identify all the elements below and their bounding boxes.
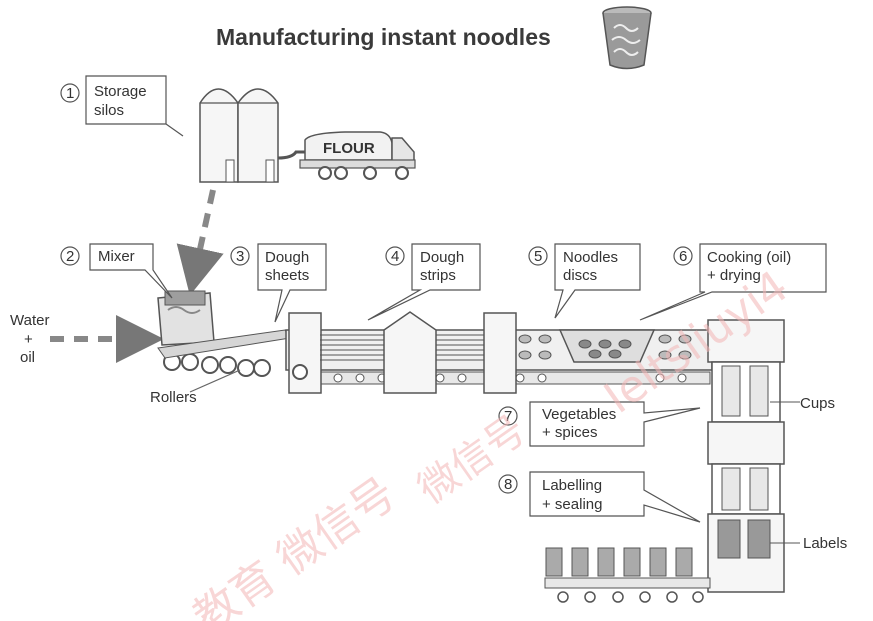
svg-text:silos: silos — [94, 102, 124, 119]
svg-text:Dough: Dough — [265, 249, 309, 266]
diagram-title: Manufacturing instant noodles — [216, 24, 551, 50]
watermark-text-2: 微信号 — [410, 407, 535, 514]
plus-label: + — [24, 331, 33, 348]
rollers-label: Rollers — [150, 389, 197, 406]
svg-text:sheets: sheets — [265, 267, 309, 284]
svg-text:+ drying: + drying — [707, 267, 761, 284]
step-callout-1: 1 Storage silos — [60, 75, 184, 137]
labels-label: Labels — [803, 535, 847, 552]
svg-text:Labelling: Labelling — [542, 477, 602, 494]
step-callout-8: 8 Labelling + sealing — [498, 471, 701, 523]
svg-text:6: 6 — [679, 248, 687, 265]
svg-text:discs: discs — [563, 267, 597, 284]
svg-text:Vegetables: Vegetables — [542, 406, 616, 423]
flour-flow-arrow — [176, 189, 224, 296]
main-conveyor — [285, 311, 713, 394]
step-callout-5: 5 Noodles discs — [528, 243, 641, 319]
storage-silos — [199, 88, 320, 183]
svg-text:3: 3 — [236, 248, 244, 265]
output-conveyor — [544, 547, 711, 603]
svg-text:strips: strips — [420, 267, 456, 284]
svg-text:1: 1 — [66, 85, 74, 102]
mixer — [157, 290, 215, 346]
svg-text:5: 5 — [534, 248, 542, 265]
step-callout-7: 7 Vegetables + spices — [498, 401, 701, 447]
step-callout-6: 6 Cooking (oil) + drying — [639, 243, 827, 321]
svg-text:7: 7 — [504, 408, 512, 425]
watermark-text-3: 教育 微信号 — [184, 468, 405, 621]
rollers — [157, 329, 291, 393]
step-callout-3: 3 Dough sheets — [230, 243, 327, 323]
water-label: Water — [10, 312, 49, 329]
svg-text:+ spices: + spices — [542, 424, 597, 441]
packaging-line — [707, 319, 800, 593]
oil-label: oil — [20, 349, 35, 366]
svg-text:+ sealing: + sealing — [542, 496, 602, 513]
finished-cups — [545, 547, 693, 577]
svg-text:2: 2 — [66, 248, 74, 265]
truck-label: FLOUR — [323, 140, 375, 157]
svg-text:Dough: Dough — [420, 249, 464, 266]
svg-text:Noodles: Noodles — [563, 249, 618, 266]
svg-text:8: 8 — [504, 476, 512, 493]
step-callout-2: 2 Mixer — [60, 243, 173, 299]
noodle-cup-icon — [602, 6, 652, 70]
flour-truck: FLOUR — [299, 131, 416, 180]
svg-text:Cooking (oil): Cooking (oil) — [707, 249, 791, 266]
svg-text:Storage: Storage — [94, 83, 147, 100]
step-callout-4: 4 Dough strips — [367, 243, 481, 321]
cups-label: Cups — [800, 395, 835, 412]
svg-text:Mixer: Mixer — [98, 248, 135, 265]
svg-text:4: 4 — [391, 248, 399, 265]
